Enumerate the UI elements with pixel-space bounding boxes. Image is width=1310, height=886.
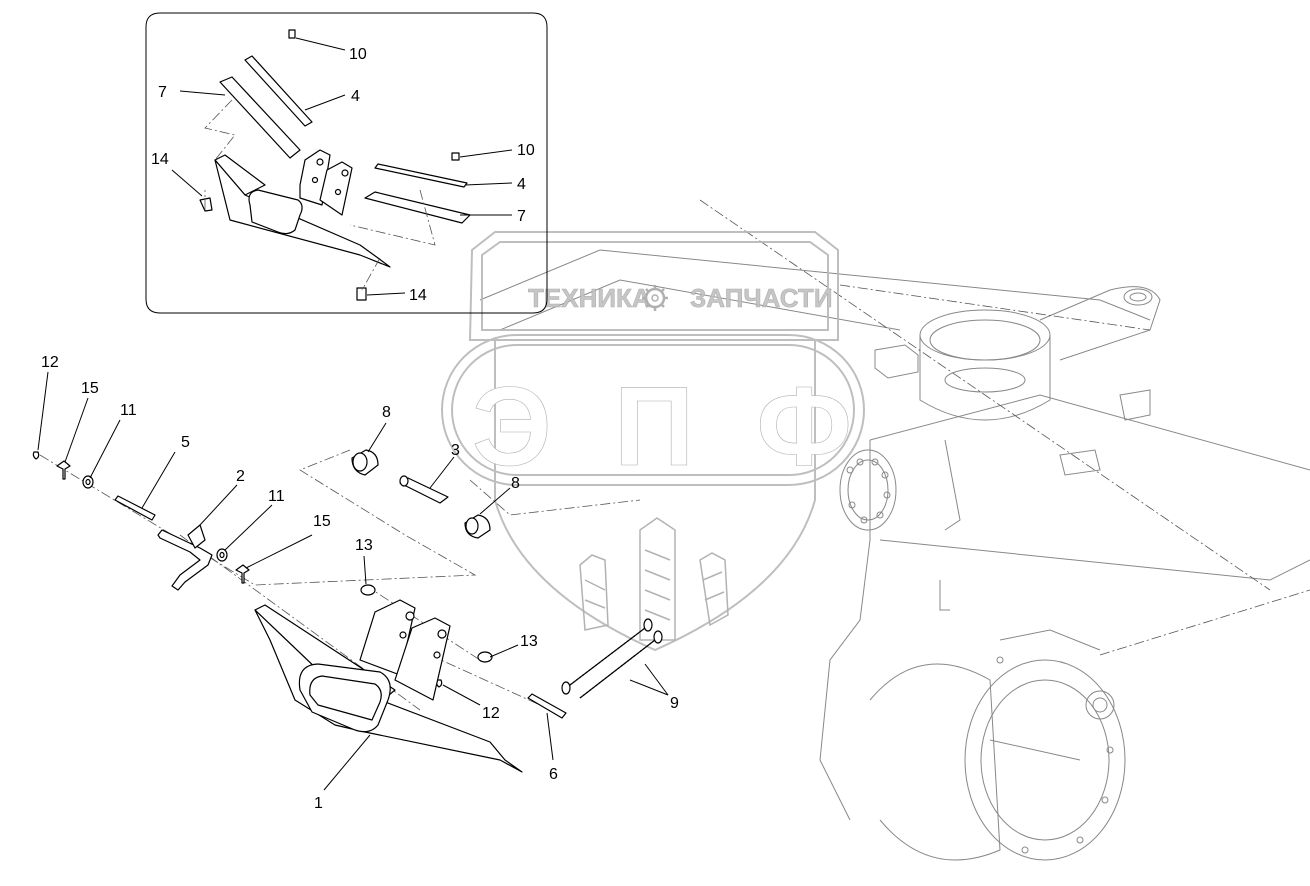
- callout-14-inset-b: 14: [409, 287, 427, 304]
- callout-15-b: 15: [313, 513, 331, 530]
- callout-12-b: 12: [482, 705, 500, 722]
- main-assembly: 12 15 11 5 2 11 15 8 3 8 13 13 12 9 6 1: [32, 354, 679, 812]
- callout-10-inset-a: 10: [349, 46, 367, 63]
- callout-13: 13: [355, 537, 373, 554]
- inset-plate-4a: [244, 55, 313, 127]
- item-6-pin: [527, 693, 567, 719]
- item-13-ring-2: [477, 651, 493, 663]
- callout-6: 6: [549, 766, 558, 783]
- callout-12: 12: [41, 354, 59, 371]
- callout-1: 1: [314, 795, 323, 812]
- callout-11-b: 11: [268, 488, 285, 505]
- watermark-logo: ЭПФ: [472, 364, 852, 489]
- item-1-lug-2: [394, 617, 451, 701]
- watermark: ТЕХНИКА ЗАПЧАСТИ ЭПФ: [441, 231, 865, 652]
- item-15-cotter: [56, 460, 71, 480]
- detail-inset: 10 7 4 14 10 4 7 14: [145, 12, 548, 314]
- callout-14-inset-a: 14: [151, 151, 169, 168]
- callout-8-b: 8: [511, 475, 520, 492]
- inset-pin-10b: [451, 152, 460, 161]
- callout-4-inset-b: 4: [517, 176, 526, 193]
- item-15-cotter-2: [235, 564, 250, 584]
- callout-7-inset-b: 7: [517, 208, 526, 225]
- callout-13-b: 13: [520, 633, 538, 650]
- item-2-lever: [157, 529, 213, 591]
- inset-plate-7b: [364, 191, 471, 224]
- callout-4-inset-a: 4: [351, 88, 360, 105]
- callout-2: 2: [236, 468, 245, 485]
- callout-8: 8: [382, 404, 391, 421]
- item-13-ring: [360, 584, 376, 596]
- watermark-left-word: ТЕХНИКА: [528, 283, 651, 313]
- callout-7-inset-a: 7: [158, 84, 167, 101]
- callout-11: 11: [120, 402, 137, 419]
- watermark-right-word: ЗАПЧАСТИ: [690, 283, 833, 313]
- inset-pin-10a: [288, 29, 296, 39]
- callout-10-inset-b: 10: [517, 142, 535, 159]
- callout-3: 3: [451, 442, 460, 459]
- item-1-lug: [359, 599, 416, 676]
- callout-15: 15: [81, 380, 99, 397]
- inset-plate-7a: [219, 76, 301, 159]
- callout-9: 9: [670, 695, 679, 712]
- item-12-clip: [32, 451, 40, 460]
- wheat-emblem: [579, 517, 729, 641]
- inset-holder-bracket: [248, 189, 303, 235]
- machine-frame: [479, 199, 1310, 861]
- inset-plate-4b: [374, 163, 468, 188]
- inset-bolt-14a: [199, 197, 213, 212]
- item-9-springs: [561, 618, 663, 699]
- item-5-pin: [114, 495, 156, 521]
- gear-icon: [642, 285, 668, 311]
- callout-5: 5: [181, 434, 190, 451]
- inset-bolt-14b: [356, 287, 367, 301]
